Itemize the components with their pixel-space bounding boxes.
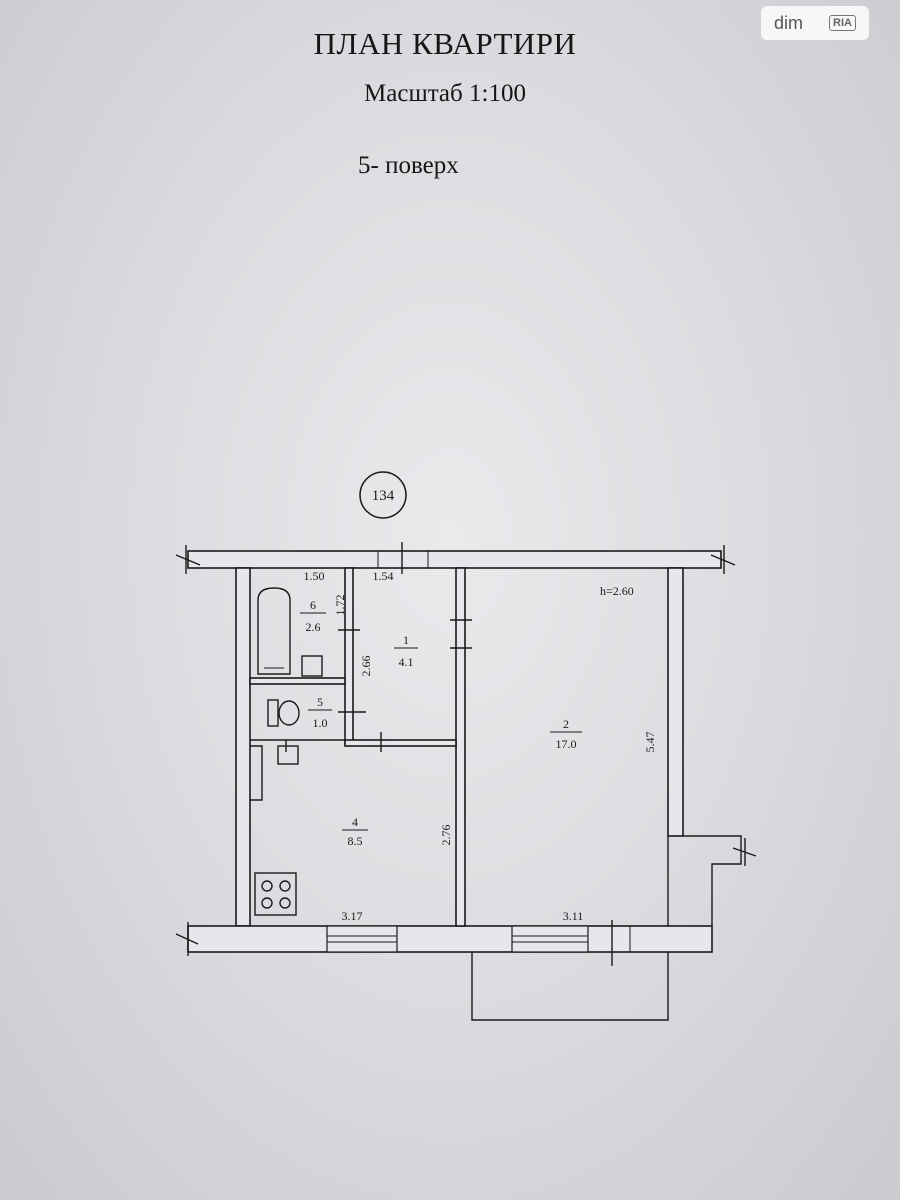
svg-text:4.1: 4.1: [399, 655, 414, 669]
kitchen-window: [326, 925, 398, 953]
watermark-brand: dim: [774, 12, 804, 33]
svg-text:2.6: 2.6: [306, 620, 321, 634]
room-1-label: 1 4.1: [394, 633, 418, 669]
plan-title: ПЛАН КВАРТИРИ: [313, 26, 577, 61]
room-window: [511, 925, 589, 953]
toilet-tank-icon: [267, 699, 279, 727]
svg-text:17.0: 17.0: [556, 737, 577, 751]
dim-ria-watermark: dim RIA: [761, 6, 869, 40]
bathtub-icon: [257, 587, 291, 675]
svg-text:5: 5: [317, 695, 323, 709]
balcony: [471, 952, 669, 1021]
svg-text:8.5: 8.5: [348, 834, 363, 848]
room-4-label: 4 8.5: [342, 815, 368, 848]
svg-text:4: 4: [352, 815, 358, 829]
floor-label: 5- поверх: [358, 152, 459, 179]
top-exterior-wall: [187, 550, 722, 569]
room-5-label: 5 1.0: [308, 695, 332, 730]
right-exterior-wall: [667, 567, 684, 837]
room-6-label: 6 2.6: [300, 598, 326, 634]
dimension-room-width: 3.11: [563, 909, 584, 923]
dimension-room-depth: 5.47: [643, 732, 657, 753]
partition-wall-bath: [344, 567, 354, 745]
svg-text:2: 2: [563, 717, 569, 731]
bath-toilet-wall: [249, 677, 346, 685]
dimension-hall-width: 1.54: [373, 569, 394, 583]
ceiling-height-label: h=2.60: [600, 584, 634, 598]
toilet-bowl-icon: [278, 700, 300, 726]
dimension-kitchen-depth: 2.76: [439, 825, 453, 846]
dimension-kitchen-width: 3.17: [342, 909, 363, 923]
plan-scale: Масштаб 1:100: [364, 80, 526, 107]
stove-icon: [254, 872, 297, 916]
dimension-hall-depth: 2.66: [359, 656, 373, 677]
apartment-number: 134: [372, 488, 395, 504]
kitchen-sink-icon: [277, 745, 299, 765]
ria-logo-icon: RIA: [829, 15, 856, 31]
left-exterior-wall: [235, 567, 251, 927]
bath-sink-icon: [301, 655, 323, 677]
svg-text:1.0: 1.0: [313, 716, 328, 730]
dimension-bath-width: 1.50: [304, 569, 325, 583]
room-2-label: 2 17.0: [550, 717, 582, 751]
partition-wall-hall: [344, 739, 457, 747]
dimension-bath-depth: 1.72: [333, 595, 347, 616]
svg-text:6: 6: [310, 598, 316, 612]
svg-text:1: 1: [403, 633, 409, 647]
bottom-exterior-wall: [187, 925, 713, 953]
partition-wall-main: [455, 567, 466, 927]
apartment-number-circle: [359, 471, 407, 519]
